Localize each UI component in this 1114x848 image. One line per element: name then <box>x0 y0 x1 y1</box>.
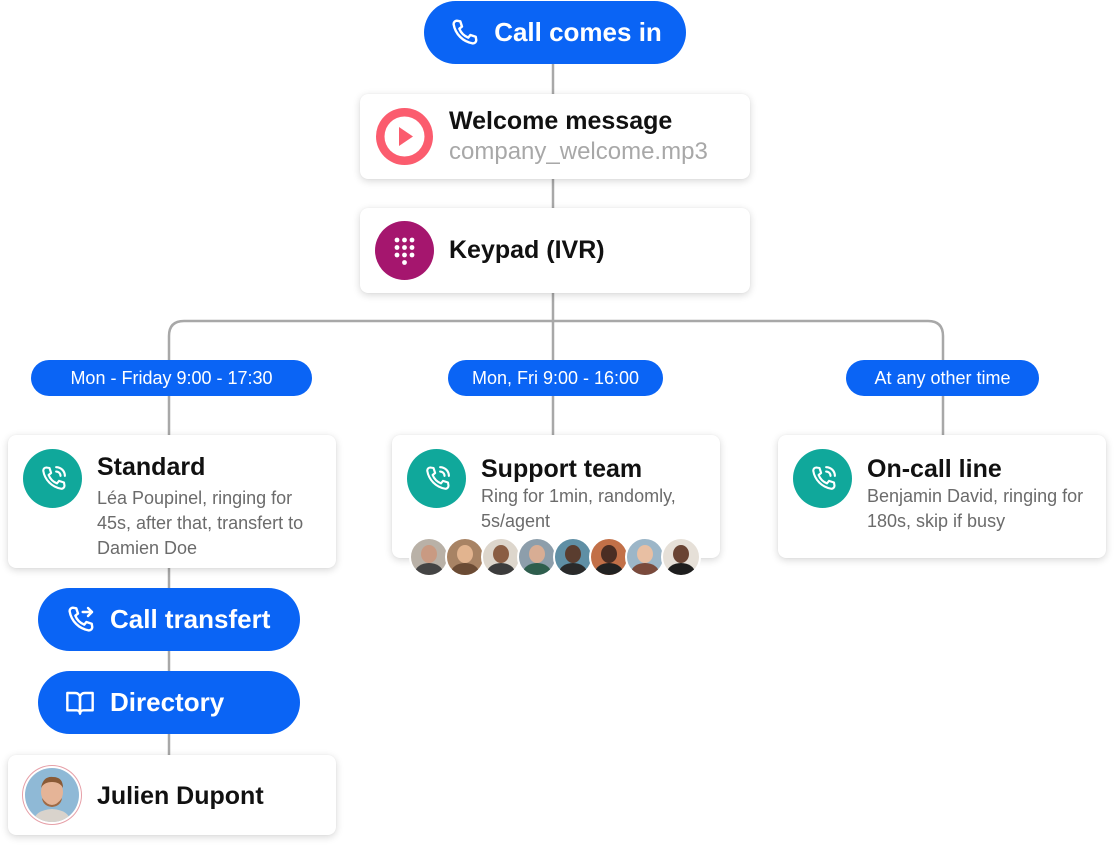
julien-dupont-name: Julien Dupont <box>97 782 264 810</box>
on-call-line-title: On-call line <box>867 455 1002 483</box>
play-icon <box>376 108 433 165</box>
avatar <box>481 537 521 577</box>
support-team-title: Support team <box>481 455 643 483</box>
keypad-icon <box>375 221 434 280</box>
avatar <box>445 537 485 577</box>
phone-ringing-icon <box>793 449 852 508</box>
support-team-card[interactable]: Support team Ring for 1min, randomly, 5s… <box>392 435 720 558</box>
keypad-ivr-card[interactable]: Keypad (IVR) <box>360 208 750 293</box>
call-transfert-node[interactable]: Call transfert <box>38 588 300 651</box>
standard-card[interactable]: Standard Léa Poupinel, ringing for 45s, … <box>8 435 336 568</box>
book-icon <box>66 691 94 715</box>
avatar <box>517 537 557 577</box>
call-comes-in-node[interactable]: Call comes in <box>424 1 686 64</box>
phone-icon <box>452 19 478 45</box>
phone-ringing-icon <box>23 449 82 508</box>
avatar <box>409 537 449 577</box>
phone-ringing-icon <box>407 449 466 508</box>
on-call-line-card[interactable]: On-call line Benjamin David, ringing for… <box>778 435 1106 558</box>
schedule-tag-other-time[interactable]: At any other time <box>846 360 1039 396</box>
support-agent-avatars <box>409 537 701 577</box>
standard-title: Standard <box>97 453 206 481</box>
avatar <box>589 537 629 577</box>
support-team-description: Ring for 1min, randomly, 5s/agent <box>481 486 676 531</box>
call-comes-in-label: Call comes in <box>494 17 662 47</box>
welcome-message-card[interactable]: Welcome message company_welcome.mp3 <box>360 94 750 179</box>
standard-description: Léa Poupinel, ringing for 45s, after tha… <box>97 488 304 558</box>
on-call-line-description: Benjamin David, ringing for 180s, skip i… <box>867 486 1084 531</box>
julien-dupont-card[interactable]: Julien Dupont <box>8 755 336 835</box>
welcome-message-file: company_welcome.mp3 <box>449 138 708 165</box>
phone-forward-icon <box>68 606 94 632</box>
welcome-message-title: Welcome message <box>449 107 673 135</box>
keypad-ivr-title: Keypad (IVR) <box>449 236 605 264</box>
schedule-tag-support[interactable]: Mon, Fri 9:00 - 16:00 <box>448 360 663 396</box>
schedule-tag-standard[interactable]: Mon - Friday 9:00 - 17:30 <box>31 360 312 396</box>
avatar <box>25 768 79 822</box>
directory-node[interactable]: Directory <box>38 671 300 734</box>
directory-label: Directory <box>110 687 225 717</box>
avatar <box>553 537 593 577</box>
call-transfert-label: Call transfert <box>110 604 271 634</box>
avatar <box>625 537 665 577</box>
avatar <box>661 537 701 577</box>
